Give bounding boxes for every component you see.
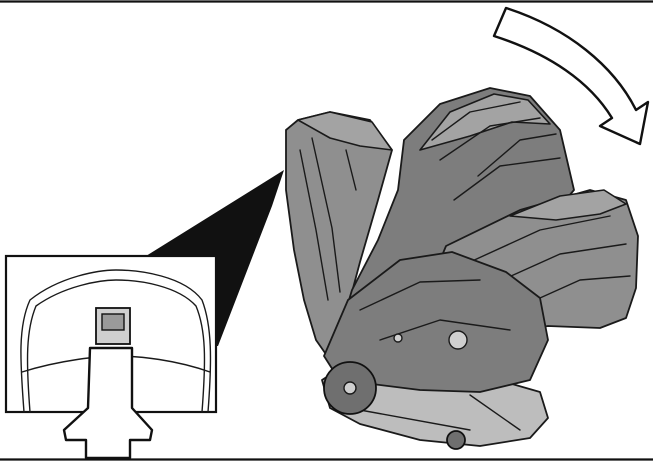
release-handle: [96, 308, 130, 344]
child-seat-illustration: [286, 88, 638, 449]
pivot-hub-front: [324, 362, 376, 414]
wheel: [447, 431, 465, 449]
detail-inset: [6, 256, 216, 458]
